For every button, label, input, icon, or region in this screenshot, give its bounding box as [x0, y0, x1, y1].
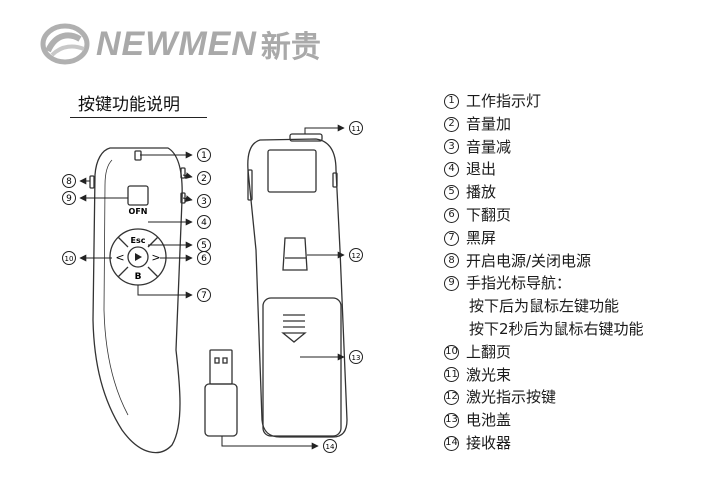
callout-6: 6: [197, 251, 211, 265]
svg-text:10: 10: [65, 255, 74, 263]
legend-subitem: 按下后为鼠标左键功能: [444, 295, 644, 318]
svg-text:7: 7: [201, 291, 207, 301]
legend-subitem-text: 按下2秒后为鼠标右键功能: [469, 319, 644, 338]
legend-item-text: 上翻页: [466, 342, 512, 361]
legend-item-number: 10: [444, 344, 459, 360]
callout-1: 1: [197, 148, 211, 162]
brand-logo: NEWMEN 新贵: [40, 22, 321, 66]
legend-item-number: 5: [444, 185, 459, 201]
legend-item: 5 播放: [444, 181, 644, 204]
svg-text:13: 13: [352, 354, 361, 362]
usb-receiver: [204, 349, 238, 437]
legend-item-number: 14: [444, 435, 459, 451]
legend-item-number: 7: [444, 230, 459, 246]
left-arrow-glyph: <: [115, 251, 124, 264]
callout-14: 14: [323, 439, 337, 453]
legend-item: 4 退出: [444, 158, 644, 181]
legend-item: 9 手指光标导航：: [444, 272, 644, 295]
svg-text:1: 1: [201, 151, 207, 161]
ofn-button-label: OFN: [129, 207, 148, 216]
legend-item-text: 工作指示灯: [466, 92, 542, 110]
legend-item-text: 接收器: [466, 433, 512, 452]
callout-markers: 1 2 3 4 5 6 7 8 9 10 11 12 13 14: [62, 121, 363, 453]
callout-3: 3: [197, 194, 211, 208]
brand-name: NEWMEN: [96, 24, 257, 63]
legend-item: 13 电池盖: [444, 409, 644, 432]
svg-text:8: 8: [66, 177, 72, 187]
svg-text:14: 14: [326, 443, 335, 451]
legend-item: 1 工作指示灯: [444, 90, 644, 113]
legend-item-text: 激光指示按键: [466, 388, 557, 407]
svg-text:11: 11: [352, 125, 361, 133]
svg-text:9: 9: [66, 194, 72, 204]
legend-item: 8 开启电源/关闭电源: [444, 250, 644, 273]
legend-item-text: 激光束: [466, 365, 512, 384]
newmen-swirl-logo-icon: [40, 23, 90, 65]
remote-back-view: [247, 133, 348, 438]
legend-item: 6 下翻页: [444, 204, 644, 227]
callout-7: 7: [197, 288, 211, 302]
legend-item: 10 上翻页: [444, 341, 644, 364]
legend-item-number: 9: [444, 276, 459, 292]
legend-item: 14 接收器: [444, 432, 644, 455]
callout-2: 2: [197, 171, 211, 185]
legend-item-number: 13: [444, 413, 459, 429]
callout-9: 9: [62, 191, 76, 205]
legend-item-number: 11: [444, 367, 459, 383]
callout-12: 12: [349, 248, 363, 262]
legend-item: 3 音量减: [444, 136, 644, 159]
esc-button-label: Esc: [131, 236, 146, 245]
legend-item: 12 激光指示按键: [444, 386, 644, 409]
play-icon: [135, 253, 142, 261]
svg-text:2: 2: [201, 174, 207, 184]
legend-item-text: 开启电源/关闭电源: [466, 251, 592, 270]
legend-item-text: 音量加: [466, 114, 512, 133]
legend-item-text: 下翻页: [466, 205, 512, 224]
legend-subitem: 按下2秒后为鼠标右键功能: [444, 318, 644, 341]
svg-text:12: 12: [352, 252, 361, 260]
legend-item-text: 播放: [466, 183, 497, 202]
legend-item-text: 退出: [466, 160, 497, 179]
brand-cn-name: 新贵: [260, 30, 321, 65]
svg-text:6: 6: [201, 254, 207, 264]
callout-8: 8: [62, 174, 76, 188]
legend-item-number: 3: [444, 139, 459, 155]
legend-item-number: 8: [444, 253, 459, 269]
svg-text:3: 3: [201, 197, 207, 207]
legend-item-number: 2: [444, 116, 459, 132]
callout-4: 4: [197, 215, 211, 229]
legend-item-text: 黑屏: [466, 228, 497, 247]
legend-item-text: 电池盖: [466, 411, 512, 430]
legend-item-text: 手指光标导航：: [466, 274, 572, 293]
remote-front-view: [89, 147, 186, 454]
button-function-legend: 1 工作指示灯 2 音量加 3 音量减 4 退出 5 播放 6 下翻页 7 黑屏 8 开启电源/关闭电源 9 手指…: [444, 90, 644, 455]
callout-5: 5: [197, 238, 211, 252]
legend-item-number: 6: [444, 207, 459, 223]
section-title: 按键功能说明: [78, 95, 180, 115]
legend-subitem-text: 按下后为鼠标左键功能: [469, 297, 620, 316]
legend-item: 2 音量加: [444, 113, 644, 136]
svg-text:5: 5: [201, 241, 207, 251]
title-underline: [70, 117, 207, 118]
legend-item-number: 4: [444, 162, 459, 178]
legend-item-number: 1: [444, 93, 459, 109]
callout-11: 11: [349, 121, 363, 135]
b-button-label: B: [135, 272, 142, 282]
right-arrow-glyph: >: [151, 251, 160, 264]
legend-item-number: 12: [444, 390, 459, 406]
legend-item-text: 音量减: [466, 137, 512, 156]
callout-10: 10: [62, 251, 76, 265]
legend-item: 11 激光束: [444, 364, 644, 387]
legend-item: 7 黑屏: [444, 227, 644, 250]
callout-13: 13: [349, 350, 363, 364]
svg-text:4: 4: [201, 218, 207, 228]
